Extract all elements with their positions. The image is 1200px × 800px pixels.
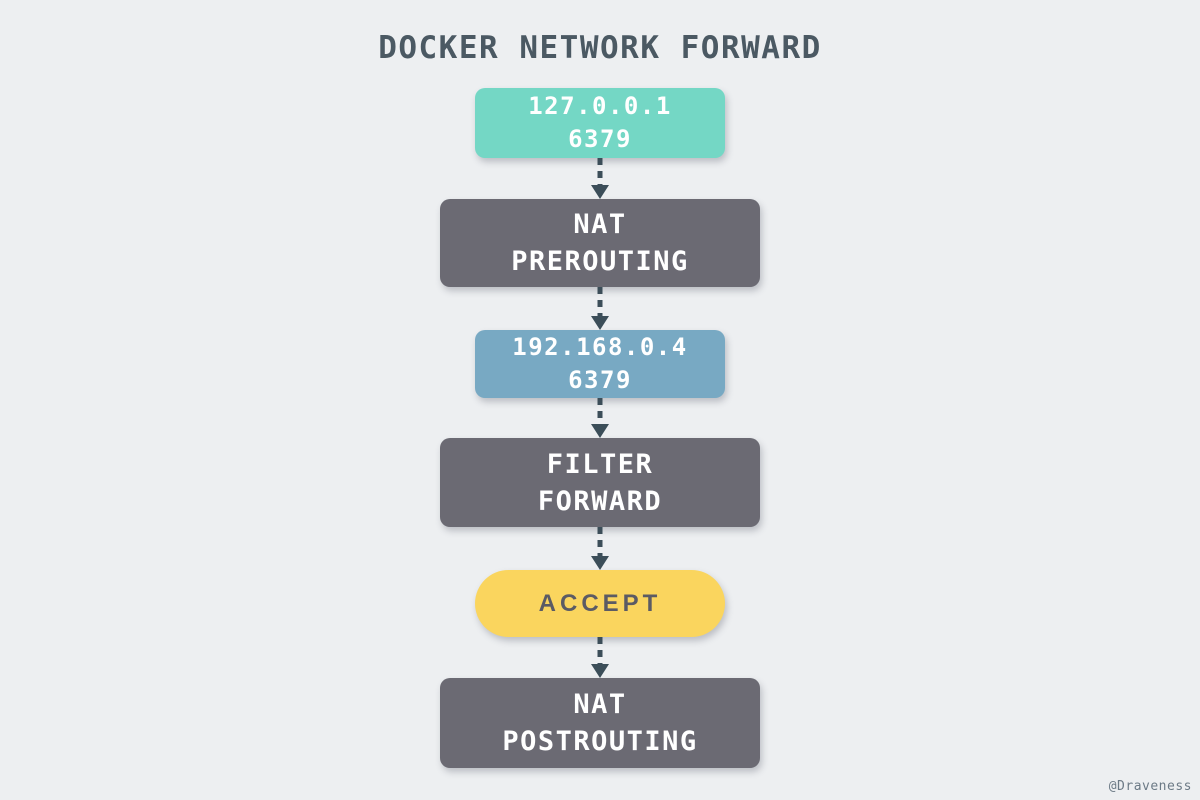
node-nat-postrouting: NAT POSTROUTING <box>440 678 760 768</box>
flow-arrow-down-icon <box>591 287 609 330</box>
flow-arrow-down-icon <box>591 158 609 199</box>
node-accept-verdict: ACCEPT <box>475 570 725 637</box>
node-label-ip: 192.168.0.4 <box>512 333 688 361</box>
node-label: NAT <box>573 689 627 720</box>
flow-arrow-down-icon <box>591 527 609 570</box>
node-nat-prerouting: NAT PREROUTING <box>440 199 760 287</box>
node-destination-address: 192.168.0.4 6379 <box>475 330 725 398</box>
node-filter-forward: FILTER FORWARD <box>440 438 760 527</box>
flow-arrow-down-icon <box>591 398 609 438</box>
node-label-ip: 127.0.0.1 <box>528 92 672 120</box>
node-label: POSTROUTING <box>502 726 698 757</box>
node-label: FILTER <box>546 448 654 480</box>
node-label: PREROUTING <box>511 246 689 277</box>
node-source-address: 127.0.0.1 6379 <box>475 88 725 158</box>
node-label-port: 6379 <box>568 125 632 153</box>
node-label: NAT <box>573 209 627 240</box>
author-watermark: @Draveness <box>1108 779 1192 794</box>
flow-arrow-down-icon <box>591 637 609 678</box>
node-label-port: 6379 <box>568 366 632 394</box>
node-label: ACCEPT <box>538 589 662 617</box>
diagram-title: DOCKER NETWORK FORWARD <box>378 30 822 66</box>
node-label: FORWARD <box>537 485 663 517</box>
